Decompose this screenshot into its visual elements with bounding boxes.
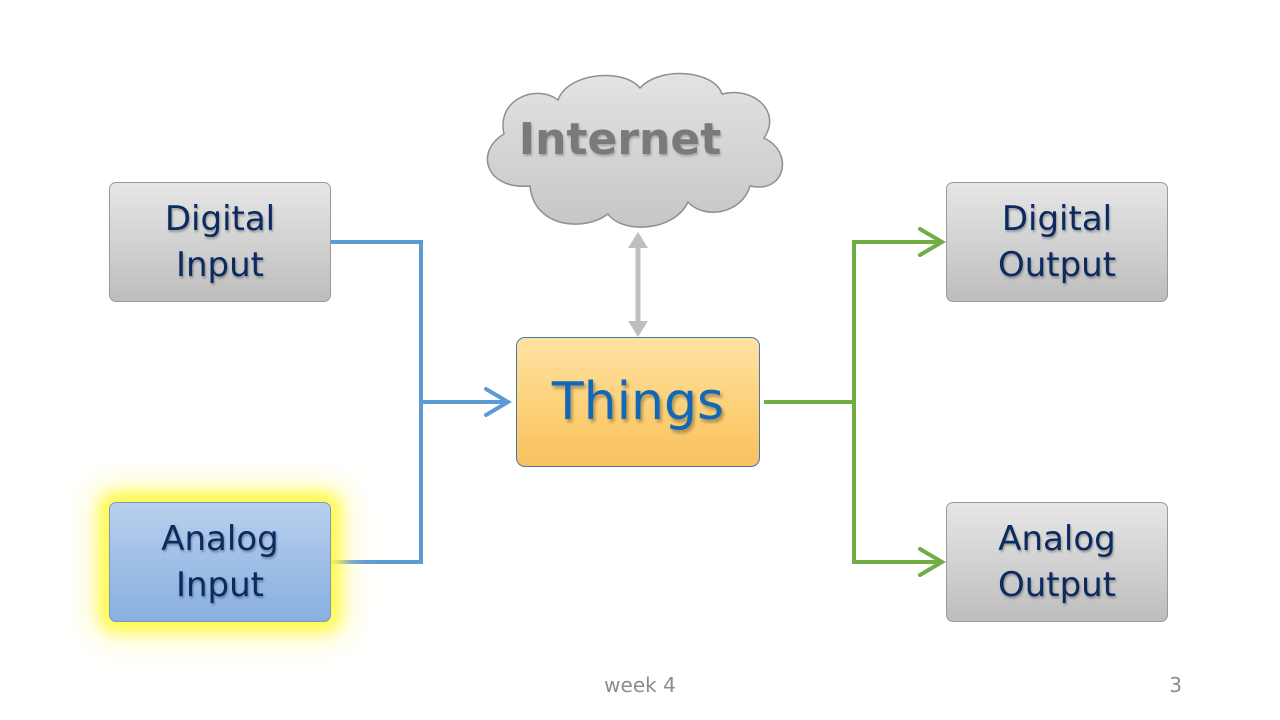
- things-label: Things: [551, 372, 725, 432]
- internet-link-arrowhead-down: [628, 321, 648, 337]
- internet-link-arrowhead-up: [628, 232, 648, 248]
- input-arrowhead: [484, 387, 512, 417]
- digital-input-wire: [331, 240, 423, 402]
- digital-output-wire: [852, 240, 938, 402]
- input-wires: [331, 240, 512, 564]
- analog-output-wire: [852, 402, 938, 564]
- analog-input-wire: [331, 402, 423, 564]
- things-box: Things: [516, 337, 760, 467]
- cloud-icon: [486, 72, 784, 228]
- output-wires: [764, 227, 946, 577]
- digital-input-box: Digital Input: [109, 182, 331, 302]
- analog-output-box: Analog Output: [946, 502, 1168, 622]
- analog-output-arrowhead: [918, 547, 946, 577]
- cloud-label: Internet: [518, 114, 722, 165]
- digital-output-box: Digital Output: [946, 182, 1168, 302]
- internet-link: [628, 232, 648, 337]
- analog-input-box: Analog Input: [109, 502, 331, 622]
- analog-input-label: Analog Input: [161, 519, 279, 605]
- digital-output-arrowhead: [918, 227, 946, 257]
- analog-output-label: Analog Output: [997, 519, 1117, 605]
- digital-input-label: Digital Input: [164, 199, 276, 285]
- slide-number: 3: [1169, 673, 1182, 697]
- digital-output-label: Digital Output: [997, 199, 1117, 285]
- slide-footer: week 4: [604, 673, 676, 697]
